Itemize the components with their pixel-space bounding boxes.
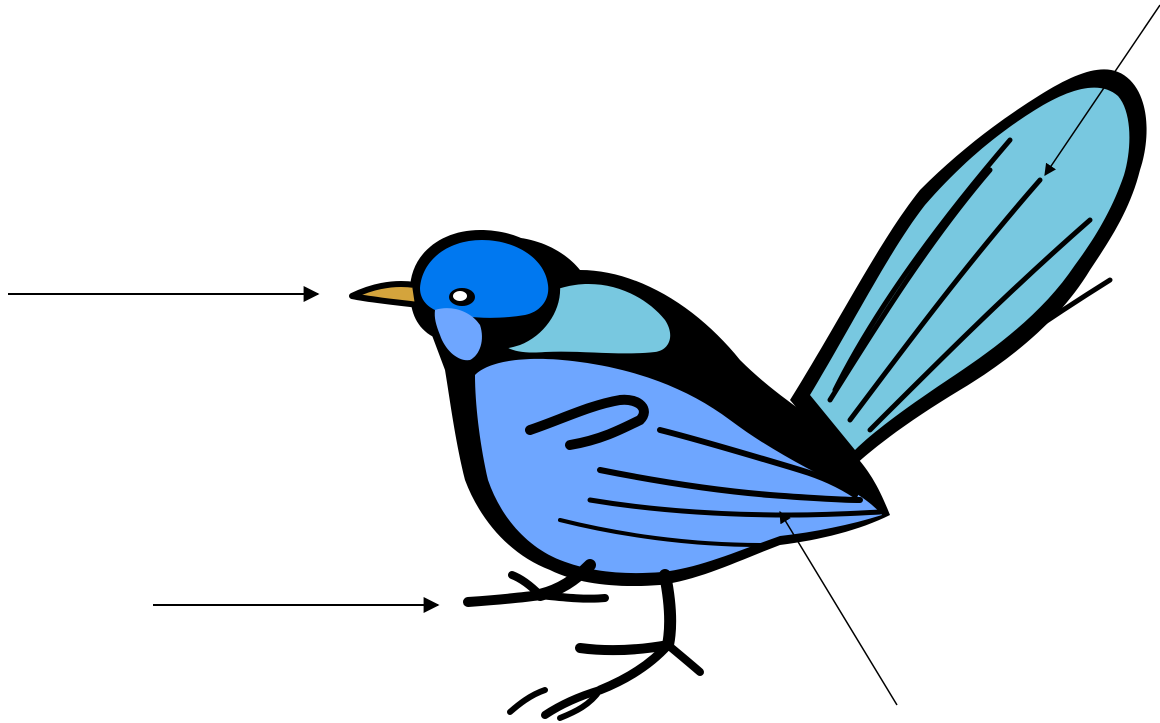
bird-tail xyxy=(790,69,1147,470)
bird-feet xyxy=(468,565,700,718)
bird-eye xyxy=(449,288,475,306)
bird-illustration xyxy=(352,69,1147,718)
bird-beak xyxy=(352,284,418,305)
pointer-arrow-wing xyxy=(780,512,897,705)
